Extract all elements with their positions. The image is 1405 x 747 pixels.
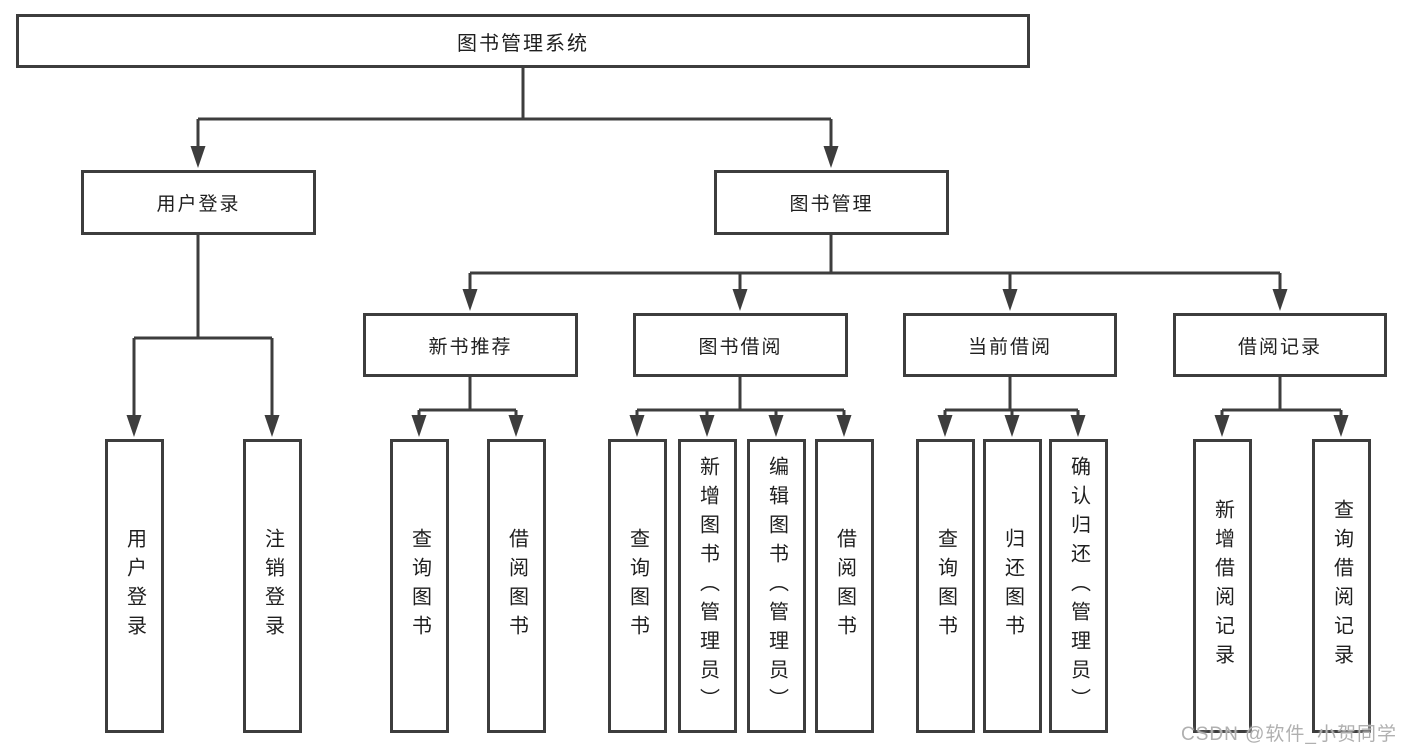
leaf-edit-books-admin: 编辑图书（管理员） [747,439,806,733]
node-library-management-system: 图书管理系统 [16,14,1030,68]
arrow-down-icon [629,415,645,437]
book-management-connector-line [468,235,1282,290]
leaf-label: 查询图书 [934,528,957,644]
arrow-down-icon [1214,415,1230,437]
arrow-down-icon [732,289,748,311]
leaf-label: 新增图书（管理员） [696,455,719,717]
arrow-down-icon [768,415,784,437]
new-book-connector-line [417,377,518,416]
arrow-down-icon [264,415,280,437]
leaf-confirm-return-admin: 确认归还（管理员） [1049,439,1108,733]
borrow-record-connector-line [1220,377,1343,416]
leaf-search-books-recommend: 查询图书 [390,439,449,733]
user-login-connector-line [132,235,274,416]
arrow-down-icon [823,146,839,168]
node-book-borrowing: 图书借阅 [633,313,848,377]
arrow-down-icon [462,289,478,311]
arrow-down-icon [1070,415,1086,437]
node-borrowing-records: 借阅记录 [1173,313,1387,377]
leaf-label: 查询图书 [408,528,431,644]
leaf-label: 确认归还（管理员） [1067,455,1090,717]
leaf-search-borrow-record: 查询借阅记录 [1312,439,1371,733]
leaf-borrow-books-recommend: 借阅图书 [487,439,546,733]
leaf-search-books-current: 查询图书 [916,439,975,733]
book-borrow-connector-line [635,377,846,416]
arrow-down-icon [1004,415,1020,437]
arrow-down-icon [836,415,852,437]
leaf-user-login: 用户登录 [105,439,164,733]
leaf-logout: 注销登录 [243,439,302,733]
leaf-search-books-borrowing: 查询图书 [608,439,667,733]
node-book-management: 图书管理 [714,170,949,235]
node-current-borrowing: 当前借阅 [903,313,1117,377]
arrow-down-icon [699,415,715,437]
arrow-down-icon [1272,289,1288,311]
leaf-return-books: 归还图书 [983,439,1042,733]
leaf-add-borrow-record: 新增借阅记录 [1193,439,1252,733]
arrow-down-icon [1333,415,1349,437]
leaf-label: 注销登录 [261,528,284,644]
arrow-down-icon [1002,289,1018,311]
arrow-down-icon [126,415,142,437]
arrow-down-icon [190,146,206,168]
leaf-label: 归还图书 [1001,528,1024,644]
arrow-down-icons [126,146,1349,437]
leaf-label: 查询借阅记录 [1330,499,1353,673]
root-connector-line [196,68,833,147]
arrow-down-icon [937,415,953,437]
current-borrow-connector-line [943,377,1080,416]
leaf-add-books-admin: 新增图书（管理员） [678,439,737,733]
leaf-label: 新增借阅记录 [1211,499,1234,673]
node-new-book-recommendation: 新书推荐 [363,313,578,377]
leaf-label: 编辑图书（管理员） [765,455,788,717]
csdn-watermark: CSDN @软件_小贺同学 [1181,724,1397,745]
node-user-login: 用户登录 [81,170,316,235]
leaf-label: 查询图书 [626,528,649,644]
leaf-label: 借阅图书 [505,528,528,644]
arrow-down-icon [411,415,427,437]
leaf-label: 用户登录 [123,528,146,644]
leaf-borrow-books: 借阅图书 [815,439,874,733]
leaf-label: 借阅图书 [833,528,856,644]
arrow-down-icon [508,415,524,437]
